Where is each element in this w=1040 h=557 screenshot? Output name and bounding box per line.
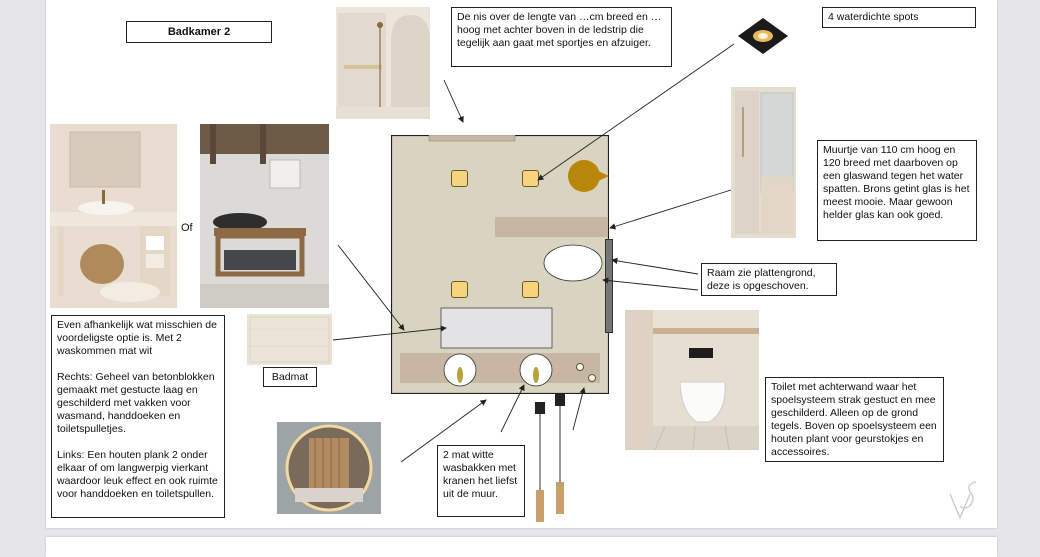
moodboard-page: Badkamer 2 De nis over de lengte van …cm… xyxy=(46,0,997,528)
basins-text-box: 2 mat witte wasbakken met kranen het lie… xyxy=(437,445,525,517)
window-text: Raam zie plattengrond, deze is opgeschov… xyxy=(707,267,816,292)
or-label: Of xyxy=(181,222,193,234)
shower-wall xyxy=(495,217,608,237)
glass-wall-text-box: Muurtje van 110 cm hoog en 120 breed met… xyxy=(817,140,977,241)
vanity-right-text: Rechts: Geheel van betonblokken gemaakt … xyxy=(57,371,215,435)
bathmat-label: Badmat xyxy=(271,371,309,383)
plant-icon xyxy=(567,159,613,193)
glass-wall-text: Muurtje van 110 cm hoog en 120 breed met… xyxy=(823,144,970,221)
shower-niche-photo xyxy=(336,7,430,119)
small-fixture xyxy=(588,374,596,382)
toilet-icon xyxy=(543,244,603,282)
toilet-photo xyxy=(625,310,759,450)
pendant-lamp-icon xyxy=(554,394,566,516)
pendant-lamp-icon xyxy=(534,402,546,524)
niche-strip xyxy=(428,134,516,142)
spots-text-box: 4 waterdichte spots xyxy=(822,7,976,28)
toilet-text-box: Toilet met achterwand waar het spoelsyst… xyxy=(765,377,944,462)
nis-text-box: De nis over de lengte van …cm breed en …… xyxy=(451,7,672,67)
mirror-icon xyxy=(277,422,381,514)
spots-text: 4 waterdichte spots xyxy=(828,11,919,23)
bathmat-photo xyxy=(247,314,332,365)
nis-text: De nis over de lengte van …cm breed en …… xyxy=(457,11,662,49)
spot-marker xyxy=(451,170,468,187)
next-page-strip xyxy=(46,537,997,557)
page-title: Badkamer 2 xyxy=(126,21,272,43)
vanity-option-concrete-photo xyxy=(50,124,177,308)
window-marker xyxy=(605,239,613,333)
vanity-counter xyxy=(400,353,600,383)
small-fixture xyxy=(576,363,584,371)
glass-wall-photo xyxy=(731,87,796,238)
vanity-left-text: Links: Een houten plank 2 onder elkaar o… xyxy=(57,449,218,500)
watermark-logo xyxy=(946,478,986,522)
bath-mat xyxy=(440,307,553,349)
spot-marker xyxy=(522,170,539,187)
basins-text: 2 mat witte wasbakken met kranen het lie… xyxy=(443,449,518,500)
vanity-description-box: Even afhankelijk wat misschien de voorde… xyxy=(51,315,225,518)
washbasin-icon xyxy=(519,353,553,387)
spot-marker xyxy=(522,281,539,298)
mirror-photo xyxy=(277,422,381,514)
spot-marker xyxy=(451,281,468,298)
bathmat-label-box: Badmat xyxy=(263,367,317,387)
toilet-text: Toilet met achterwand waar het spoelsyst… xyxy=(771,381,937,458)
window-text-box: Raam zie plattengrond, deze is opgeschov… xyxy=(701,263,837,296)
vanity-option-wood-photo xyxy=(200,124,329,308)
shower-niche-image xyxy=(336,7,430,119)
ceiling-spot-icon xyxy=(736,16,790,56)
washbasin-icon xyxy=(443,353,477,387)
vanity-intro-text: Even afhankelijk wat misschien de voorde… xyxy=(57,319,217,357)
floor-plan xyxy=(390,134,613,395)
